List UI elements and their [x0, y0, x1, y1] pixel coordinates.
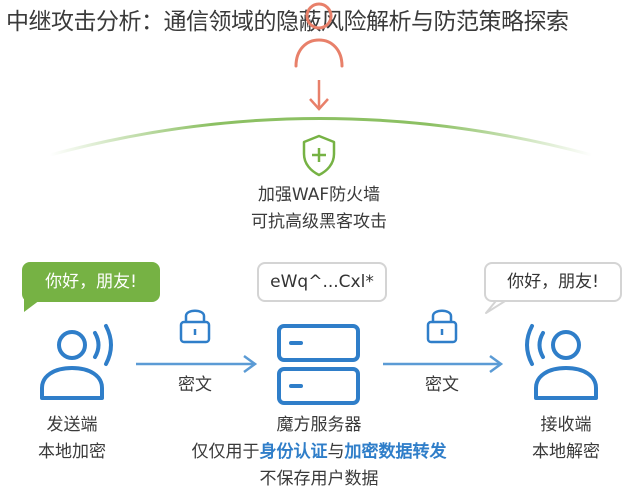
server-line2-prefix: 仅仅用于	[191, 442, 260, 462]
lock-icon	[179, 309, 211, 344]
waf-line1: 加强WAF防火墙	[257, 185, 381, 205]
sender-person-icon	[40, 324, 113, 400]
server-icon	[277, 324, 360, 405]
right-arrow-icon	[383, 354, 504, 374]
sender-message-bubble: 你好，朋友!	[22, 262, 160, 302]
sender-caption: 发送端 本地加密	[12, 412, 132, 466]
identity-auth-highlight: 身份认证	[259, 442, 328, 462]
shield-plus-icon	[302, 134, 336, 177]
lock-icon	[426, 309, 458, 344]
page-title: 中继攻击分析：通信领域的隐蔽风险解析与防范策略探索	[6, 9, 569, 35]
right-arrow-icon	[136, 354, 258, 374]
receiver-message-bubble: 你好，朋友!	[484, 262, 622, 302]
server-line3: 不保存用户数据	[259, 469, 379, 489]
down-arrow-icon	[309, 80, 329, 111]
ciphertext-label-right: 密文	[425, 375, 459, 395]
waf-caption: 加强WAF防火墙 可抗高级黑客攻击	[219, 182, 419, 236]
waf-line2: 可抗高级黑客攻击	[251, 212, 387, 232]
receiver-line1: 接收端	[540, 415, 592, 435]
server-line2-mid: 与	[327, 442, 345, 462]
sender-line1: 发送端	[46, 415, 98, 435]
encrypted-forward-highlight: 加密数据转发	[344, 442, 447, 462]
server-caption: 魔方服务器 仅仅用于身份认证与加密数据转发 不保存用户数据	[159, 412, 479, 493]
server-line2: 仅仅用于身份认证与加密数据转发	[159, 439, 479, 466]
ciphertext-label-left: 密文	[178, 375, 212, 395]
receiver-line2: 本地解密	[532, 442, 600, 462]
sender-line2: 本地加密	[38, 442, 106, 462]
attacker-icon	[294, 2, 344, 68]
ciphertext-bubble: eWq^...Cxl*	[257, 262, 387, 302]
receiver-person-icon	[525, 324, 598, 400]
waf-arc	[49, 117, 593, 157]
server-line1: 魔方服务器	[276, 415, 362, 435]
receiver-caption: 接收端 本地解密	[506, 412, 626, 466]
